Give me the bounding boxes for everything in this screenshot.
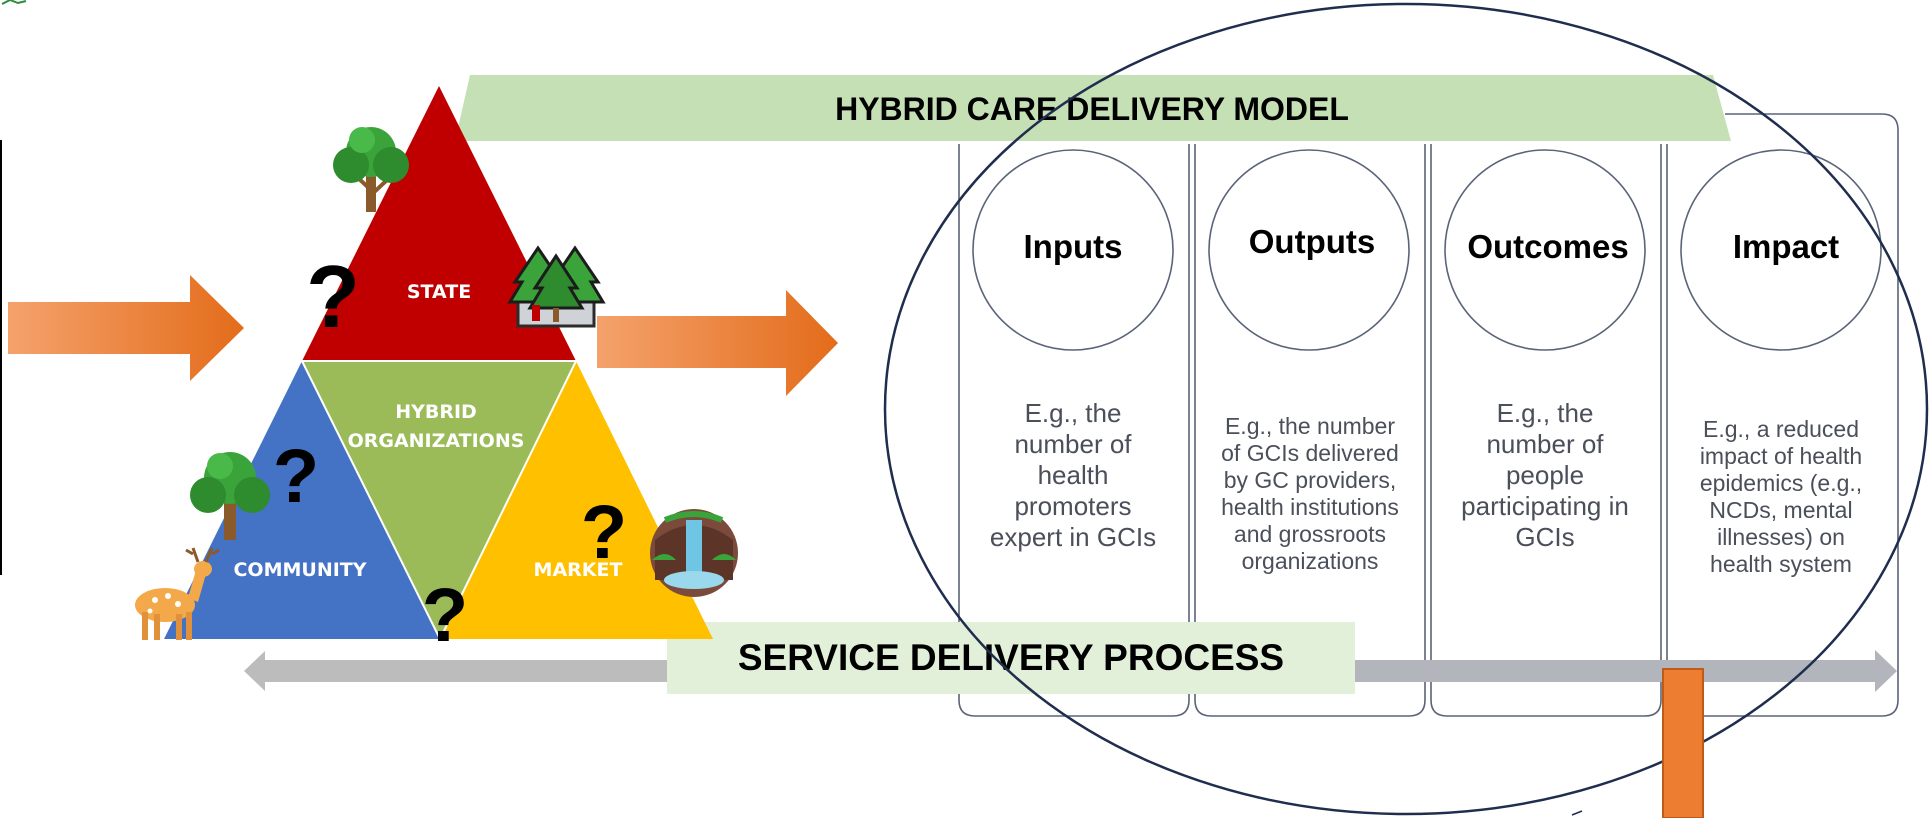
outcomes-desc-line: number of bbox=[1486, 429, 1604, 459]
orange-vertical-bar bbox=[1662, 668, 1704, 818]
column-panel-3 bbox=[1430, 144, 1662, 717]
process-label: SERVICE DELIVERY PROCESS bbox=[738, 637, 1284, 678]
deer-icon bbox=[135, 547, 220, 640]
inputs-desc-line: E.g., the bbox=[1025, 398, 1122, 428]
outcomes-desc-line: E.g., the bbox=[1497, 398, 1594, 428]
header-title: HYBRID CARE DELIVERY MODEL bbox=[835, 91, 1349, 127]
outputs-desc-line: E.g., the number bbox=[1225, 413, 1395, 439]
inputs-desc-line: health bbox=[1038, 460, 1109, 490]
inputs-description: E.g., the number of health promoters exp… bbox=[990, 398, 1156, 552]
stakeholder-triangle: STATE HYBRID ORGANIZATIONS COMMUNITY MAR… bbox=[164, 86, 713, 640]
outputs-title: Outputs bbox=[1249, 223, 1375, 260]
column-panel-1 bbox=[958, 144, 1190, 717]
hybrid-label-line2: ORGANIZATIONS bbox=[348, 430, 525, 452]
scope-ellipse bbox=[883, 2, 1929, 816]
impact-desc-line: NCDs, mental bbox=[1709, 497, 1852, 523]
outputs-desc-line: of GCIs delivered bbox=[1221, 440, 1399, 466]
outputs-desc-line: organizations bbox=[1242, 548, 1379, 574]
column-panel-2 bbox=[1194, 144, 1426, 717]
outcomes-description: E.g., the number of people participating… bbox=[1461, 398, 1629, 552]
impact-desc-line: illnesses) on bbox=[1717, 524, 1845, 550]
question-mark-hybrid: ? bbox=[422, 573, 468, 658]
left-orange-arrow bbox=[8, 275, 244, 381]
inputs-title: Inputs bbox=[1024, 228, 1123, 265]
outputs-desc-line: by GC providers, bbox=[1224, 467, 1397, 493]
inputs-desc-line: number of bbox=[1014, 429, 1132, 459]
outputs-description: E.g., the number of GCIs delivered by GC… bbox=[1221, 413, 1399, 574]
question-mark-community: ? bbox=[273, 434, 319, 519]
tree-icon bbox=[190, 452, 270, 540]
impact-desc-line: E.g., a reduced bbox=[1703, 416, 1859, 442]
question-mark-state: ? bbox=[306, 247, 360, 346]
pine-trees-icon bbox=[507, 245, 606, 328]
outcomes-title: Outcomes bbox=[1467, 228, 1628, 265]
outputs-circle bbox=[1208, 149, 1410, 351]
outputs-desc-line: health institutions bbox=[1221, 494, 1399, 520]
service-delivery-arrow bbox=[244, 650, 1897, 692]
impact-desc-line: epidemics (e.g., bbox=[1700, 470, 1862, 496]
state-triangle bbox=[302, 86, 576, 361]
middle-orange-arrow bbox=[597, 290, 838, 396]
inputs-circle bbox=[972, 149, 1174, 351]
hybrid-triangle bbox=[302, 361, 576, 639]
outcomes-desc-line: GCIs bbox=[1515, 522, 1574, 552]
hybrid-label-line1: HYBRID bbox=[395, 401, 477, 423]
outcomes-desc-line: people bbox=[1506, 460, 1584, 490]
process-box: SERVICE DELIVERY PROCESS bbox=[667, 622, 1355, 694]
impact-desc-line: impact of health bbox=[1700, 443, 1862, 469]
inputs-desc-line: promoters bbox=[1014, 491, 1131, 521]
state-label: STATE bbox=[407, 281, 471, 303]
outputs-desc-line: and grossroots bbox=[1234, 521, 1386, 547]
market-label: MARKET bbox=[534, 559, 623, 581]
impact-description: E.g., a reduced impact of health epidemi… bbox=[1700, 416, 1862, 577]
small-tick-mark bbox=[1571, 810, 1583, 816]
impact-title: Impact bbox=[1733, 228, 1839, 265]
inputs-desc-line: expert in GCIs bbox=[990, 522, 1156, 552]
community-triangle bbox=[164, 361, 440, 639]
corner-leaf-mark bbox=[1, 0, 27, 5]
outcomes-circle bbox=[1444, 149, 1646, 351]
tree-icon bbox=[333, 127, 409, 212]
community-label: COMMUNITY bbox=[233, 559, 366, 581]
question-mark-market: ? bbox=[581, 490, 627, 575]
outcomes-desc-line: participating in bbox=[1461, 491, 1629, 521]
impact-desc-line: health system bbox=[1710, 551, 1852, 577]
waterfall-icon bbox=[650, 509, 738, 597]
impact-circle bbox=[1680, 149, 1882, 351]
column-circles bbox=[972, 149, 1882, 351]
market-triangle bbox=[440, 361, 713, 639]
header-banner: HYBRID CARE DELIVERY MODEL bbox=[455, 75, 1731, 141]
